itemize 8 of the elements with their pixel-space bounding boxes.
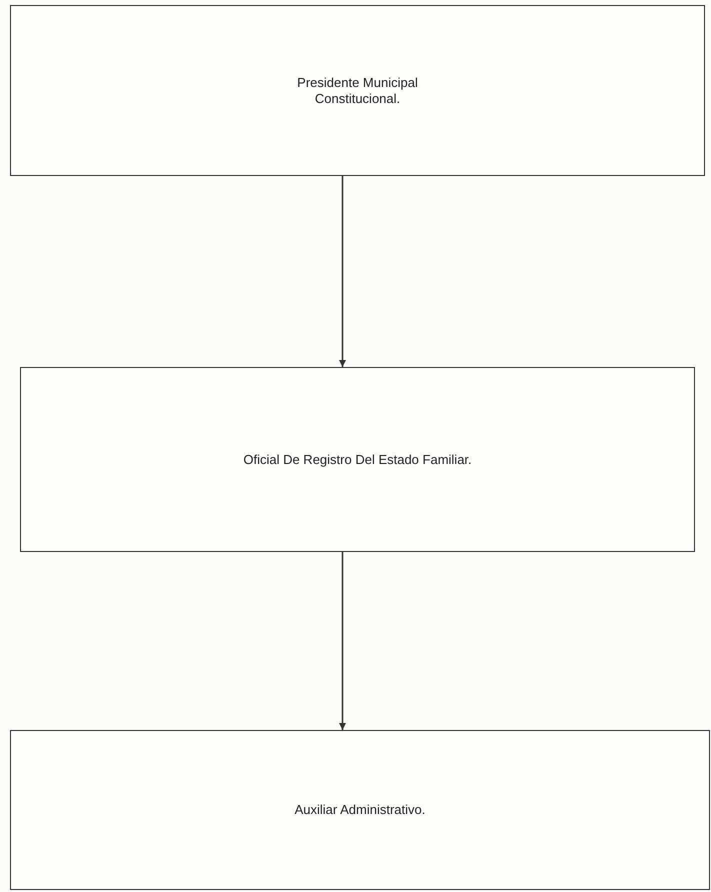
position-title: Oficial De Registro Del Estado Familiar.	[243, 452, 472, 468]
org-box	[20, 367, 695, 552]
arrow	[339, 552, 346, 730]
org-box	[10, 5, 705, 176]
position-title: Auxiliar Administrativo.	[294, 802, 426, 818]
position-title: Presidente Municipal Constitucional.	[296, 74, 419, 106]
org-box	[10, 730, 710, 890]
arrow	[339, 176, 346, 367]
